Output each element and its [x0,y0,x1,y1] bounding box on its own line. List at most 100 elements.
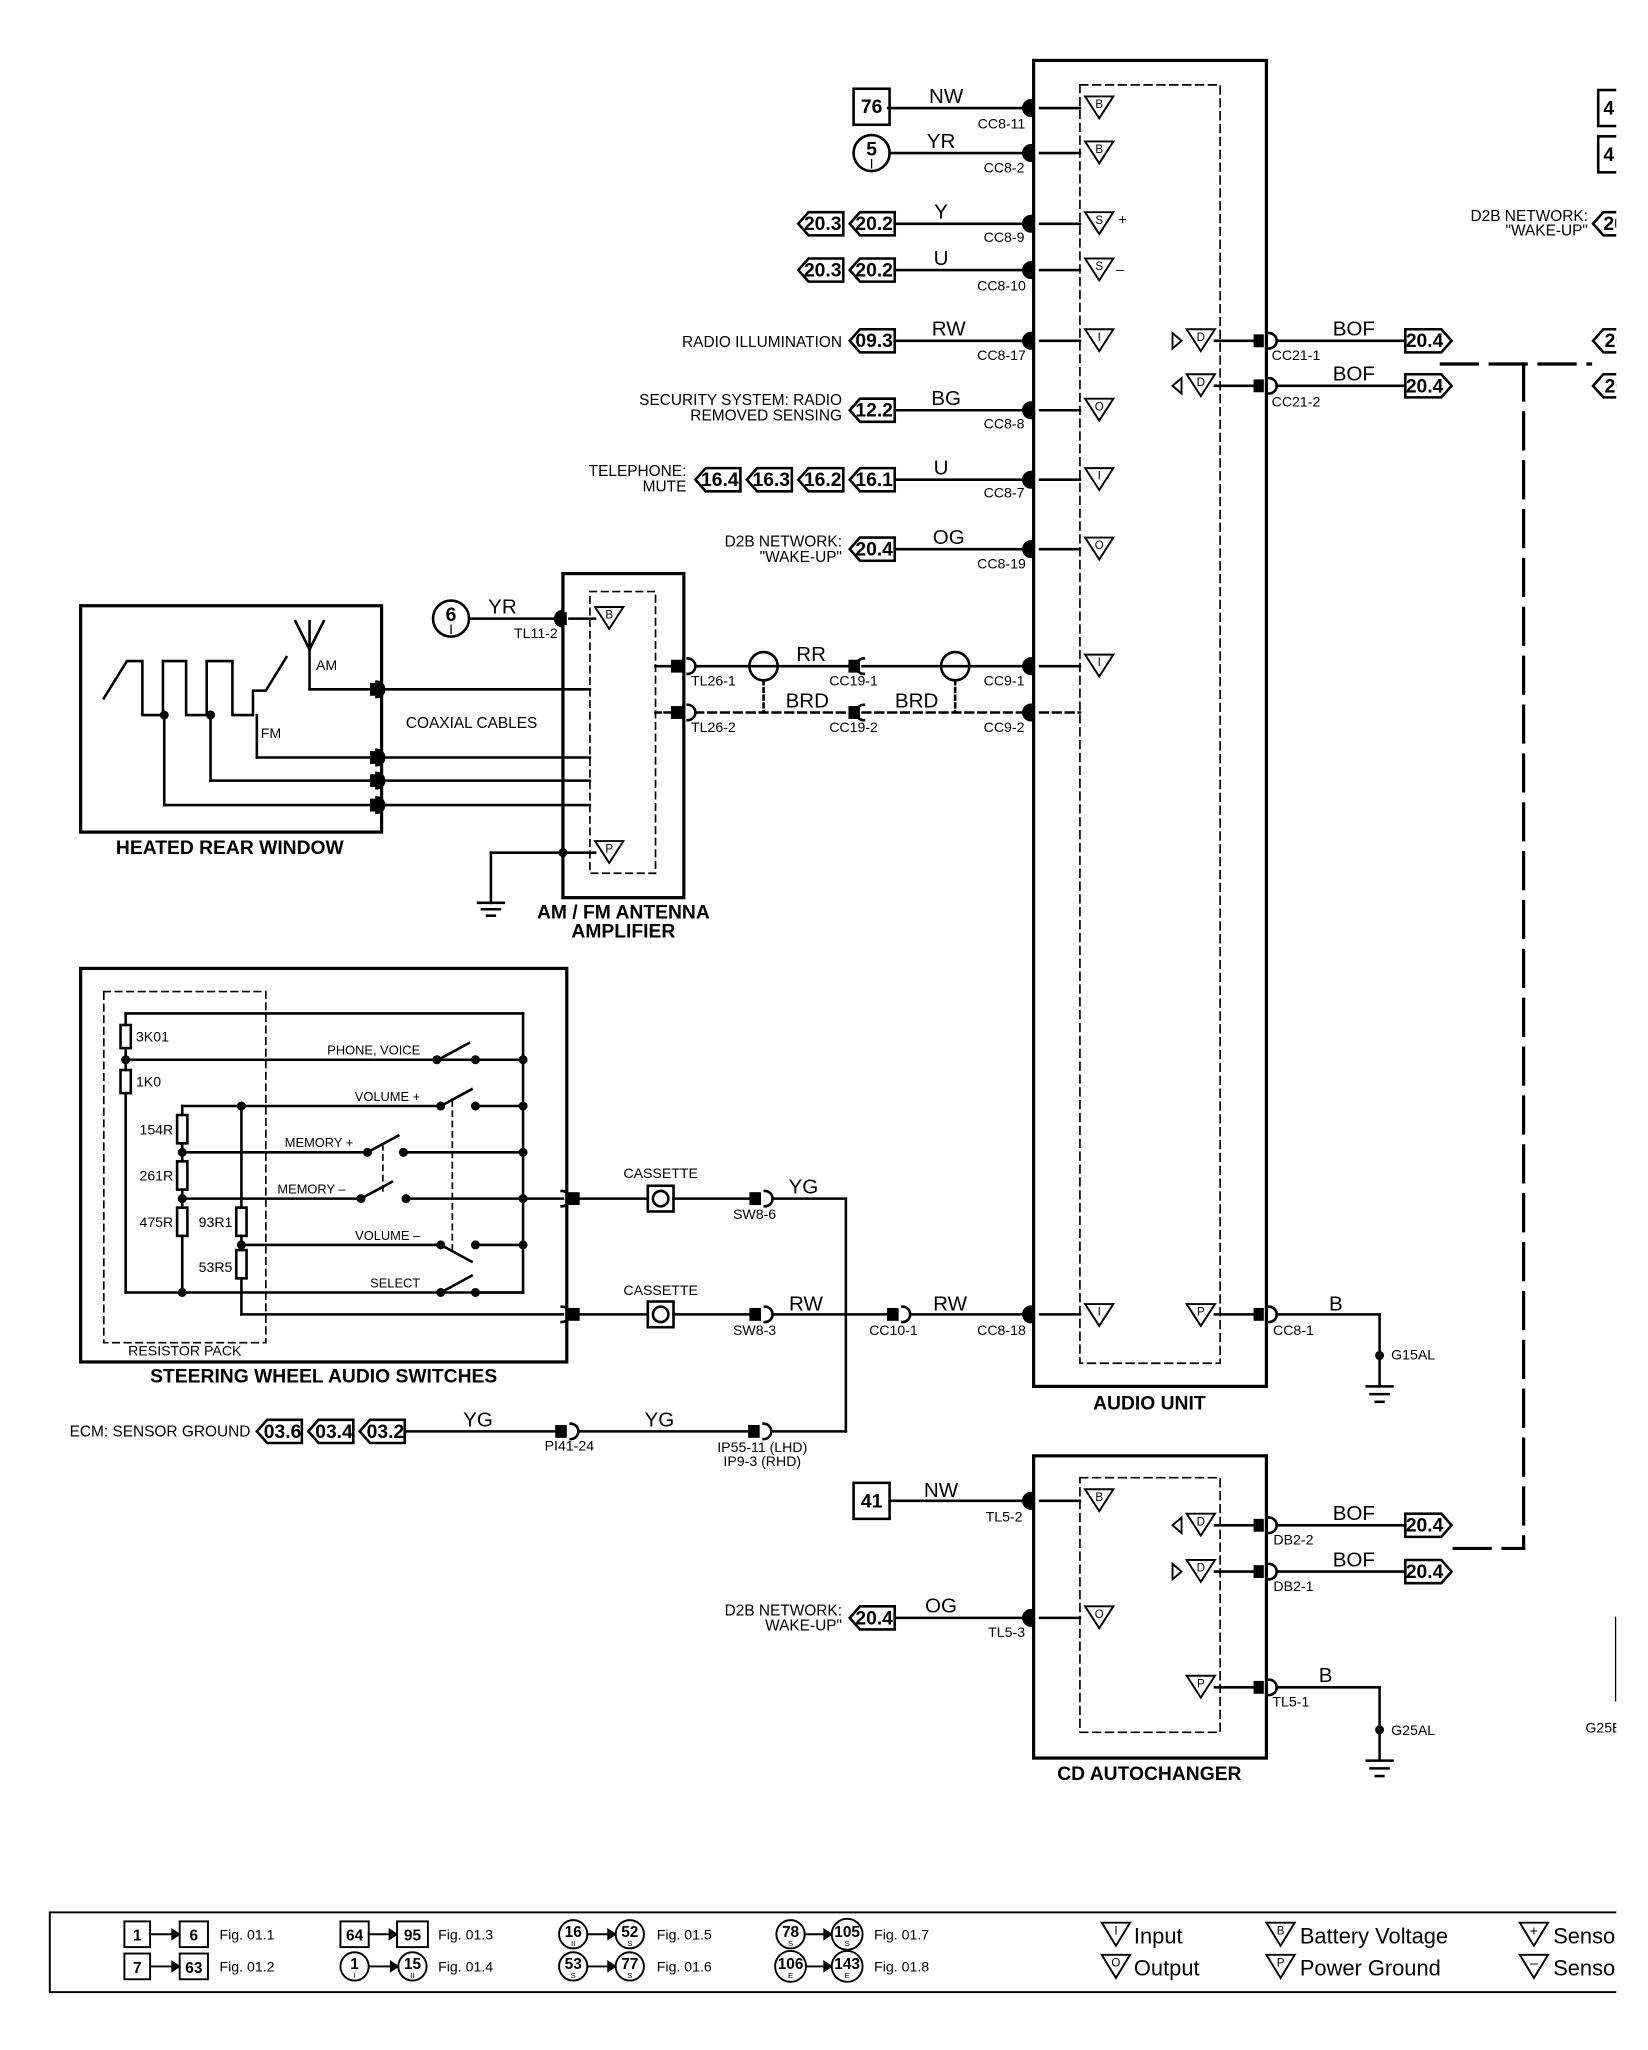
svg-text:20: 20 [1605,376,1626,397]
svg-text:RW: RW [932,318,966,341]
svg-text:S: S [627,1939,632,1948]
svg-text:I: I [1114,1925,1117,1937]
svg-text:S: S [627,1971,632,1980]
antenna-amplifier: AM / FM ANTENNA AMPLIFIER 6 I YR TL11-2 … [431,571,736,943]
svg-text:D2B NETWORK:: D2B NETWORK: [1471,208,1588,225]
svg-text:6: 6 [446,605,457,626]
svg-text:12.2: 12.2 [855,401,893,422]
svg-text:Sensor: Sensor [1553,1955,1622,1980]
svg-text:CC21-1: CC21-1 [1272,347,1321,363]
svg-text:STEERING WHEEL AUDIO SWITCHES: STEERING WHEEL AUDIO SWITCHES [150,1367,497,1388]
svg-text:P: P [1197,1678,1205,1690]
svg-text:CC8-9: CC8-9 [984,229,1025,245]
svg-text:41: 41 [861,1491,883,1512]
svg-text:P: P [1277,1957,1285,1969]
svg-text:BOF: BOF [1333,363,1375,386]
svg-text:20.4: 20.4 [1406,1516,1444,1537]
svg-text:I: I [870,155,874,171]
adjacent-page-stubs: 4 4 20 D2B NETWORK: "WAKE-UP" 20 20 G25E [1471,88,1626,1735]
svg-text:D: D [1197,1516,1205,1528]
svg-text:SELECT: SELECT [370,1275,420,1290]
svg-text:3K01: 3K01 [136,1029,169,1045]
svg-text:TL11-2: TL11-2 [514,625,558,641]
heated-rear-window: HEATED REAR WINDOW AM FM [79,604,592,859]
svg-text:CC10-1: CC10-1 [869,1322,918,1338]
svg-text:IP9-3 (RHD): IP9-3 (RHD) [723,1453,801,1469]
svg-text:I: I [1098,471,1101,483]
svg-text:B: B [1319,1664,1333,1687]
svg-text:REMOVED SENSING: REMOVED SENSING [690,408,842,425]
svg-text:YG: YG [463,1408,493,1431]
svg-text:TL5-2: TL5-2 [986,1508,1023,1524]
svg-text:CC8-17: CC8-17 [977,347,1026,363]
svg-text:I: I [1098,332,1101,344]
svg-text:B: B [1095,99,1103,111]
svg-text:TL5-1: TL5-1 [1272,1694,1309,1710]
svg-text:20.2: 20.2 [855,214,893,235]
svg-text:AM / FM ANTENNA: AM / FM ANTENNA [537,902,710,923]
svg-text:4: 4 [1603,145,1614,166]
svg-text:HEATED REAR WINDOW: HEATED REAR WINDOW [116,838,345,859]
ref-76: 76 [861,97,883,118]
svg-text:COAXIAL CABLES: COAXIAL CABLES [406,715,537,732]
svg-text:Fig. 01.8: Fig. 01.8 [874,1959,929,1975]
svg-text:TL5-3: TL5-3 [988,1624,1025,1640]
svg-text:RADIO ILLUMINATION: RADIO ILLUMINATION [682,334,842,351]
svg-text:16.4: 16.4 [701,470,739,491]
svg-text:16.2: 16.2 [804,470,842,491]
svg-text:RW: RW [933,1293,967,1316]
svg-text:TELEPHONE:: TELEPHONE: [589,463,687,480]
svg-text:7: 7 [133,1960,142,1977]
wire-nw: NW [929,85,964,108]
svg-text:63: 63 [185,1960,203,1977]
svg-text:BRD: BRD [895,689,938,712]
svg-text:G15AL: G15AL [1391,1346,1435,1362]
svg-text:4: 4 [1603,98,1614,119]
svg-text:Y: Y [934,201,948,224]
svg-text:CC9-1: CC9-1 [984,672,1025,688]
svg-text:16.3: 16.3 [753,470,791,491]
svg-text:O: O [1095,1609,1104,1621]
svg-text:E: E [845,1971,850,1980]
svg-text:20.3: 20.3 [804,261,842,282]
svg-text:DB2-2: DB2-2 [1273,1532,1313,1548]
svg-text:S: S [788,1939,793,1948]
audio-unit-outputs: 20.4 20.4 BOF BOF CC21-1 CC21-2 [1213,318,1593,1551]
conn-cc8-11: CC8-11 [978,116,1026,132]
svg-text:1K0: 1K0 [136,1074,161,1090]
svg-text:TL26-2: TL26-2 [691,719,736,735]
svg-text:78: 78 [782,1924,800,1941]
svg-text:D: D [1197,1563,1205,1575]
svg-text:ECM: SENSOR GROUND: ECM: SENSOR GROUND [70,1424,251,1441]
ref-5: 5 [866,140,877,161]
svg-text:P: P [605,844,613,856]
svg-text:03.4: 03.4 [315,1422,353,1443]
svg-text:52: 52 [621,1924,638,1941]
svg-text:O: O [1095,401,1104,413]
svg-text:475R: 475R [139,1214,173,1230]
svg-text:IP55-11 (LHD): IP55-11 (LHD) [717,1439,807,1455]
svg-text:20.3: 20.3 [804,214,842,235]
svg-text:Fig. 01.5: Fig. 01.5 [657,1926,712,1942]
svg-text:I: I [1098,1307,1101,1319]
svg-text:S: S [1095,215,1103,227]
svg-text:CASSETTE: CASSETTE [623,1165,698,1181]
svg-text:SW8-3: SW8-3 [733,1322,776,1338]
svg-text:93R1: 93R1 [199,1214,233,1230]
svg-text:77: 77 [621,1956,638,1973]
svg-text:S: S [845,1939,850,1948]
svg-text:Battery Voltage: Battery Voltage [1300,1923,1448,1948]
svg-text:6: 6 [190,1928,199,1945]
svg-text:D2B NETWORK:: D2B NETWORK: [725,1602,842,1619]
svg-text:MEMORY +: MEMORY + [285,1135,354,1150]
svg-text:BOF: BOF [1333,318,1375,341]
svg-text:154R: 154R [139,1121,173,1137]
svg-text:O: O [1095,540,1104,552]
svg-text:RW: RW [789,1293,823,1316]
svg-text:95: 95 [404,1928,422,1945]
svg-text:CASSETTE: CASSETTE [623,1282,698,1298]
svg-text:"WAKE-UP": "WAKE-UP" [760,549,842,566]
svg-text:1: 1 [133,1928,142,1945]
svg-text:105: 105 [834,1924,860,1941]
svg-text:RR: RR [796,643,826,666]
